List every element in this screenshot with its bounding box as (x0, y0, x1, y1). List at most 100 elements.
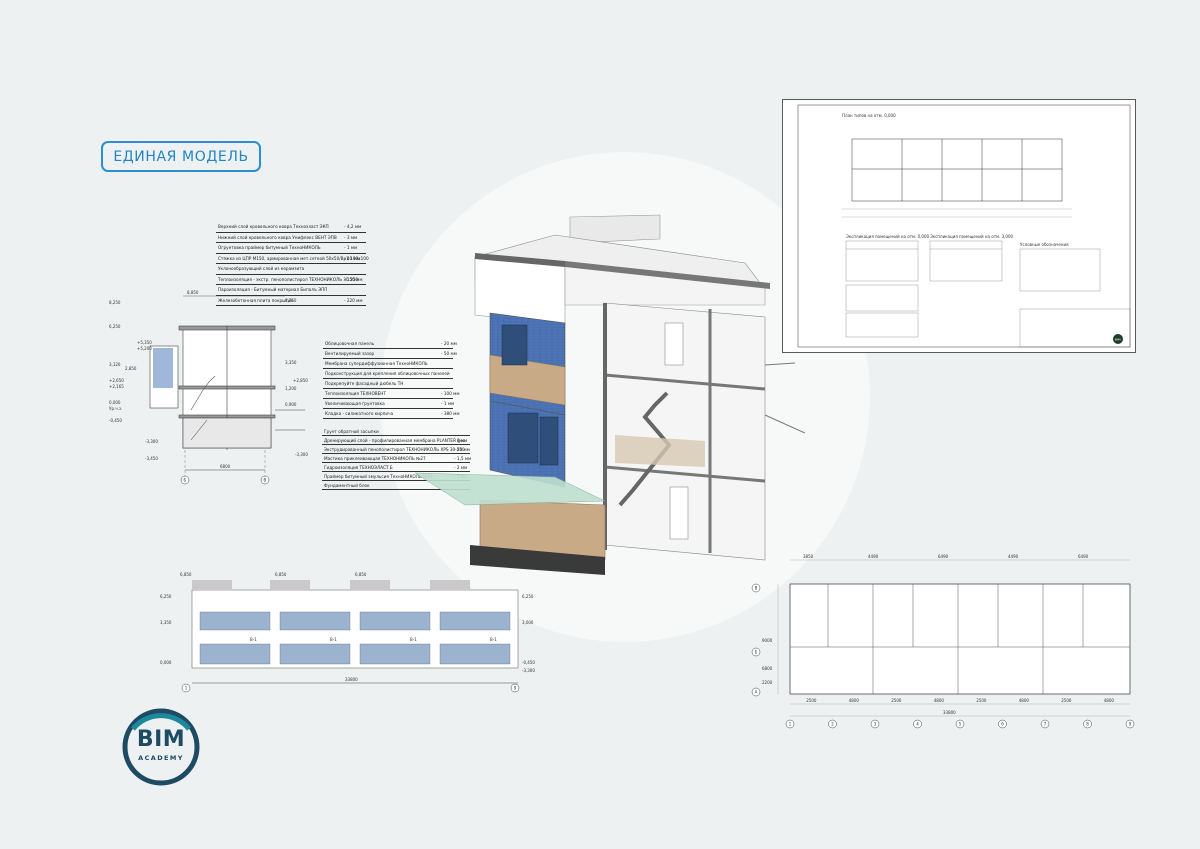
callout-value: - 4,2 мм (344, 224, 362, 229)
callout-value: - 1,5 мм (454, 456, 472, 461)
plan-dim-bottom: 4800 (1019, 698, 1030, 703)
callout-label: Стяжка из ЦПР М150, армированная мет.сет… (218, 255, 369, 261)
plan-axis-marker (1083, 719, 1092, 729)
elevation-level: 6,850 (180, 572, 192, 577)
elevation-level: 6,850 (355, 572, 367, 577)
callout-row: Нижний слой кровельного ковра Унифлекс В… (216, 233, 366, 243)
plan-dim-top: 3850 (803, 554, 814, 559)
plan-axis-marker (998, 719, 1007, 729)
callout-row: Мембрана супердиффузионная ТехноНИКОЛЬ (323, 359, 453, 369)
callout-label: Пароизоляция - Битумный материал Биполъ … (218, 287, 328, 292)
level-label: +2,650 (109, 378, 124, 383)
level-label: 0,000 (109, 400, 121, 405)
plan-total: 33800 (943, 710, 956, 715)
callout-value: - 50 мм (441, 351, 457, 356)
plan-dim-bottom: 2500 (891, 698, 902, 703)
callout-row: Грунт обратной засыпки (322, 427, 470, 436)
callout-label: Увеличивающая грунтовка (325, 401, 385, 406)
elevation-mark: В-1 (490, 637, 497, 642)
plan-axis-label: 2 (831, 722, 834, 727)
callout-row: Железобетонная плита покрытия - 220 мм (216, 296, 366, 306)
elevation-level: 3,350 (160, 620, 172, 625)
level-label: Ур.ч.з. (109, 406, 122, 411)
callout-row: Подкрепуйте фасадный дюбель ТН (323, 379, 453, 389)
callout-label: Подконструкция для крепления облицовочны… (325, 371, 450, 376)
callout-label: Нижний слой кровельного ковра Унифлекс В… (218, 234, 337, 240)
sheet-legend-title: Условные обозначения (1020, 242, 1069, 247)
page-title: ЕДИНАЯ МОДЕЛЬ (101, 141, 261, 172)
plan-axis-label: 9 (1129, 722, 1132, 727)
callout-label: Фундаментный блок (324, 483, 370, 488)
plan-axis-marker (751, 687, 761, 697)
elevation-width: 33800 (345, 677, 358, 682)
sheet-stamp: BIM (1115, 338, 1121, 342)
callout-value: - 220 мм (344, 297, 363, 303)
level-label: -3,300 (145, 439, 158, 444)
plan-dim-left: 6800 (762, 666, 773, 671)
callout-label: Теплоизоляция - экстр. пенополистирол ТЕ… (218, 276, 359, 282)
elevation-level: 6,250 (522, 594, 534, 599)
callout-row: Пароизоляция - Битумный материал Биполъ … (216, 285, 366, 296)
callout-label: Мембрана супердиффузионная ТехноНИКОЛЬ (325, 361, 428, 366)
callout-value: - 1 мм (441, 401, 455, 406)
callout-row: Облицовочная панель- 20 мм (323, 339, 457, 349)
plan-axis-marker (955, 719, 965, 729)
level-label: -3,450 (145, 456, 158, 461)
building-section-drawing: 6800 Б В 8,250 6,250 +5,350 +5,200 3,120… (109, 290, 308, 485)
callout-label: Облицовочная панель (325, 341, 375, 346)
drawing-sheet: План типов на отм. 0,000 Экспликация пом… (782, 99, 1136, 353)
callout-value: - 3 мм (344, 234, 358, 240)
plan-axis-marker (751, 583, 761, 593)
plan-axis-label: А (755, 690, 758, 695)
callout-row: Теплоизоляция - экстр. пенополистирол ТЕ… (216, 275, 366, 285)
callout-label: Грунт обратной засыпки (324, 429, 379, 434)
callout-row: Фундаментный блок (322, 481, 470, 490)
callout-value: - 380 мм (441, 411, 460, 416)
level-label: 6,250 (109, 324, 121, 329)
level-label: 1,200 (285, 386, 297, 391)
elevation-mark: В-1 (330, 637, 337, 642)
building-3d-cutaway (414, 214, 805, 575)
elevation-level: -0,450 (522, 660, 535, 665)
plan-axis-label: 5 (959, 722, 962, 727)
plan-axis-label: 7 (1044, 722, 1047, 727)
sheet-table-a-title: Экспликация помещений на отм. 0,000 (846, 234, 929, 239)
callout-label: Теплоизоляция ТЕХНОВЕНТ (325, 391, 386, 396)
plan-axis-label: Б (755, 650, 758, 655)
plan-dim-top: 6490 (1078, 554, 1089, 559)
callout-row: Дренирующий слой - профилированная мембр… (322, 436, 470, 445)
elevation-level: 6,850 (275, 572, 287, 577)
callout-label: Железобетонная плита покрытия (218, 297, 294, 303)
plan-axis-label: В (755, 586, 758, 591)
section-axis-v: В (264, 478, 267, 483)
callout-row: Гидроизоляция ТЕХНОЭЛАСТ Б- 2 мм (322, 463, 470, 472)
callout-label: Экструдированный пенополистирол ТЕХНОНИК… (324, 447, 465, 452)
callout-row: Кладка - силикатного кирпича- 380 мм (323, 409, 459, 419)
callout-value: - 40 мм (344, 255, 360, 261)
elevation-mark: В-1 (250, 637, 257, 642)
logo-ring-icon (122, 708, 200, 786)
plan-axis-label: 8 (1086, 722, 1089, 727)
plan-dim-bottom: 4800 (1104, 698, 1115, 703)
sheet-table-b-title: Экспликация помещений на отм. 3,000 (930, 234, 1013, 239)
roof-callout-list: Верхний слой кровельного ковра Техноэлас… (216, 222, 369, 306)
level-label: +5,350 (137, 340, 152, 345)
page-title-text: ЕДИНАЯ МОДЕЛЬ (113, 148, 249, 165)
callout-label: Праймер битумный эмульсия ТехноНИКОЛЬ №5… (324, 474, 433, 479)
callout-row: Верхний слой кровельного ковра Техноэлас… (216, 222, 366, 233)
callout-row: Экструдированный пенополистирол ТЕХНОНИК… (322, 445, 470, 454)
callout-row: Уклонообразующий слой из керамзита (216, 264, 366, 275)
callout-value: - 50 мм (454, 447, 470, 452)
level-label: +2,165 (109, 384, 124, 389)
elevation-level: 3,000 (522, 620, 534, 625)
level-label: +2,850 (293, 378, 308, 383)
elevation-axis-end: 9 (514, 686, 517, 691)
level-label: 3,350 (285, 360, 297, 365)
level-label: 8,850 (187, 290, 199, 295)
callout-label: Мастика приклеивающая ТЕХНОНИКОЛЬ №27 (324, 456, 426, 461)
bim-academy-logo: BIM ACADEMY (121, 707, 201, 787)
plan-dim-bottom: 2500 (1061, 698, 1072, 703)
plan-dim-left: 9000 (762, 638, 773, 643)
plan-dim-bottom: 4800 (849, 698, 860, 703)
